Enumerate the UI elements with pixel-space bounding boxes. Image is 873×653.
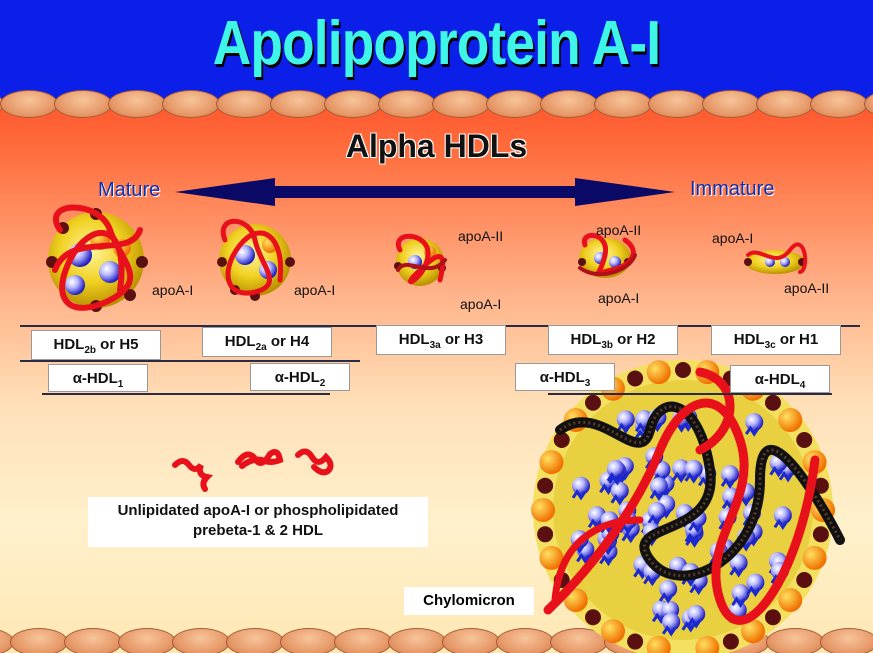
hdl2b-particle-icon [46, 204, 148, 312]
mature-label: Mature [98, 179, 161, 201]
immature-label: Immature [690, 178, 775, 200]
hdl3b-particle-icon [578, 232, 637, 278]
chylomicron-label: Chylomicron [404, 587, 534, 615]
membrane-cell [486, 90, 544, 118]
membrane-cell [10, 628, 68, 653]
membrane-cell [162, 90, 220, 118]
membrane-cell [442, 628, 500, 653]
membrane-cell [658, 628, 716, 653]
alpha-hdl3-label: α-HDL3 [515, 363, 615, 391]
hdl3c-particle-icon [744, 242, 808, 274]
membrane-cell [108, 90, 166, 118]
apo-label: apoA-I [152, 282, 194, 298]
membrane-cell [270, 90, 328, 118]
divider-line [548, 393, 832, 395]
hdl3c-label: HDL3c or H1 [711, 325, 841, 355]
slide-title: Apolipoprotein A-I [212, 9, 661, 78]
membrane-cell [324, 90, 382, 118]
hdl2b-label: HDL2b or H5 [31, 330, 161, 360]
apo-label: apoA-I [294, 282, 336, 298]
membrane-cell [702, 90, 760, 118]
membrane-cell [216, 90, 274, 118]
membrane-cell [496, 628, 554, 653]
membrane-cell [280, 628, 338, 653]
membrane-cell [540, 90, 598, 118]
membrane-cell [64, 628, 122, 653]
apo-label: apoA-II [458, 228, 504, 244]
chylomicron-icon [531, 360, 845, 653]
membrane-cell [550, 628, 608, 653]
membrane-cell [810, 90, 868, 118]
unlipidated-note: Unlipidated apoA-I or phospholipidated p… [88, 497, 428, 547]
membrane-cell [766, 628, 824, 653]
membrane-cell [54, 90, 112, 118]
divider-line [20, 360, 360, 362]
membrane-cell [0, 90, 58, 118]
cell-membrane-top [0, 90, 873, 118]
membrane-cell [118, 628, 176, 653]
subtitle: Alpha HDLs [345, 128, 528, 164]
membrane-cell [648, 90, 706, 118]
membrane-cell [388, 628, 446, 653]
apo-label: apoA-II [784, 280, 830, 296]
apo-label: apoA-I [712, 230, 754, 246]
membrane-cell [712, 628, 770, 653]
membrane-cell [432, 90, 490, 118]
apo-label: apoA-I [598, 290, 640, 306]
membrane-cell [604, 628, 662, 653]
membrane-cell [378, 90, 436, 118]
hdl2a-particle-icon [217, 218, 295, 301]
apo-label: apoA-I [460, 296, 502, 312]
membrane-cell [594, 90, 652, 118]
cell-membrane-bottom [0, 628, 873, 653]
alpha-hdl2-label: α-HDL2 [250, 363, 350, 391]
membrane-cell [172, 628, 230, 653]
membrane-cell [864, 90, 873, 118]
unlipidated-apoa1-icon [172, 448, 334, 492]
membrane-cell [756, 90, 814, 118]
alpha-hdl4-label: α-HDL4 [730, 365, 830, 393]
membrane-cell [334, 628, 392, 653]
apo-label: apoA-II [596, 222, 642, 238]
hdl3a-label: HDL3a or H3 [376, 325, 506, 355]
divider-line [42, 393, 330, 395]
hdl3a-particle-icon [394, 233, 447, 286]
alpha-hdl1-label: α-HDL1 [48, 364, 148, 392]
membrane-cell [820, 628, 873, 653]
hdl2a-label: HDL2a or H4 [202, 327, 332, 357]
membrane-cell [226, 628, 284, 653]
header-bar [0, 0, 873, 100]
hdl3b-label: HDL3b or H2 [548, 325, 678, 355]
